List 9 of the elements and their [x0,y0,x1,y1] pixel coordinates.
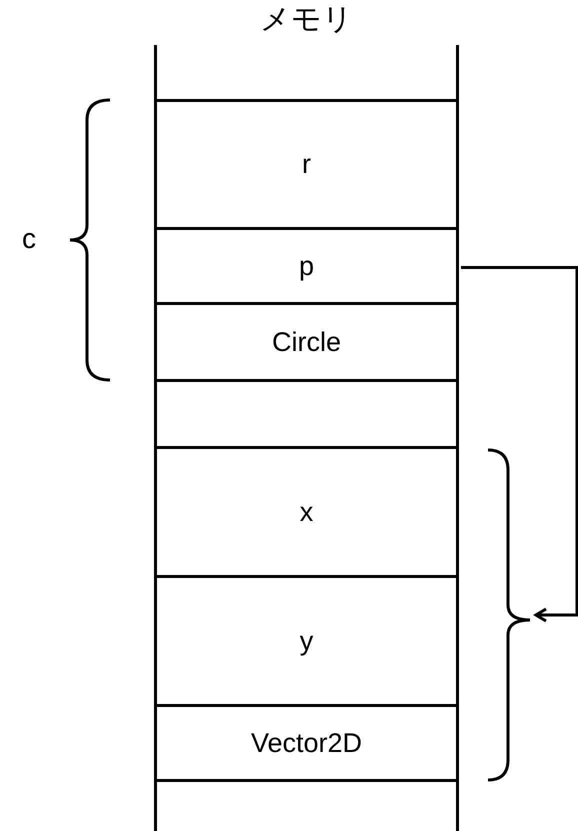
memory-cell: Vector2D [157,707,456,782]
memory-cell: r [157,99,456,230]
memory-cell: Circle [157,305,456,382]
column-heading: メモリ [259,1,354,39]
memory-cell: p [157,230,456,305]
memory-cell: y [157,578,456,707]
pointer-arrow [461,266,578,622]
object-label: c [22,222,36,256]
memory-cell: x [157,449,456,578]
